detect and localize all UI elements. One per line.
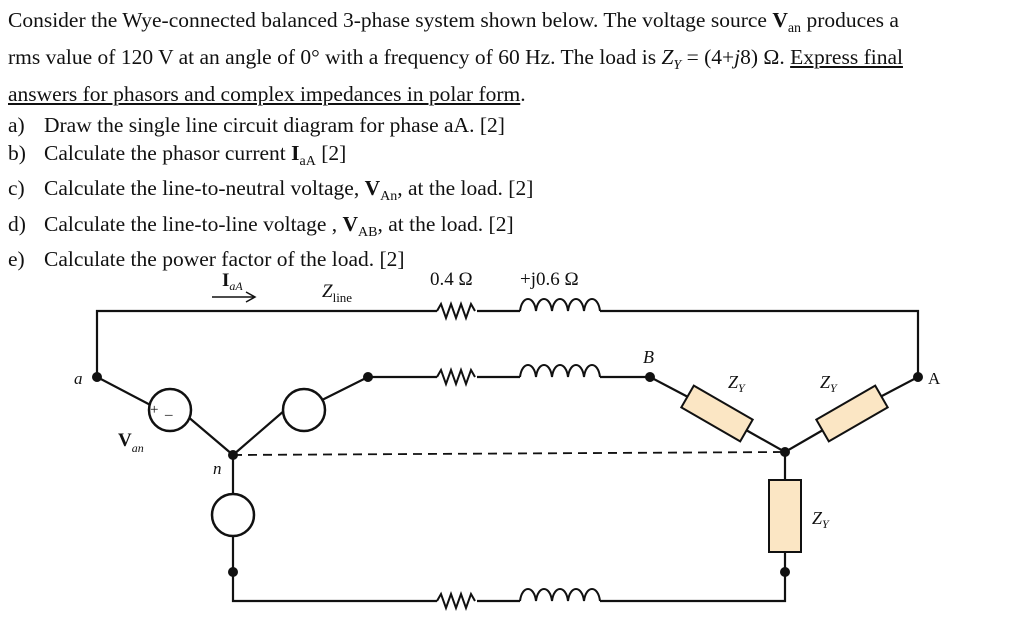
resistor-bottom xyxy=(436,591,476,611)
node-load-neutral xyxy=(780,447,790,457)
question-text: , at the load. [2] xyxy=(377,211,514,236)
statement-text: rms value of 120 V at an angle of 0° wit… xyxy=(8,45,662,69)
phasor-symbol: V xyxy=(342,211,359,236)
van-label: Van xyxy=(118,430,144,455)
voltage-source-b xyxy=(281,387,327,433)
zy-label-c: ZY xyxy=(812,508,830,531)
underlined-instruction: answers for phasors and complex impedanc… xyxy=(8,82,521,106)
phasor-subscript: AB xyxy=(358,224,378,240)
question-item: c) Calculate the line-to-neutral voltage,… xyxy=(8,175,533,211)
current-label: IaA xyxy=(222,270,243,293)
phasor-symbol: V xyxy=(364,176,381,200)
node-A-label: A xyxy=(928,369,941,388)
question-text: Calculate the line-to-neutral voltage, xyxy=(44,176,365,200)
node-load-c xyxy=(780,567,790,577)
inductor-bottom xyxy=(519,588,601,602)
node-a xyxy=(92,372,102,382)
statement-text: 8) Ω. xyxy=(740,45,791,69)
question-label: d) xyxy=(8,211,26,236)
van-symbol: V xyxy=(772,8,788,32)
source-wye-wires xyxy=(96,376,369,572)
phasor-symbol: I xyxy=(291,140,300,165)
current-arrow xyxy=(212,291,257,303)
question-item: a) Draw the single line circuit diagram f… xyxy=(8,112,533,140)
node-n-label: n xyxy=(213,459,222,478)
load-impedance-a xyxy=(814,384,890,443)
load-impedance-b xyxy=(679,384,755,443)
question-list: a) Draw the single line circuit diagram f… xyxy=(8,112,533,274)
inductor-middle xyxy=(519,364,601,378)
zy-subscript: Y xyxy=(673,58,682,73)
phasor-subscript: An xyxy=(380,189,398,204)
resistor-top xyxy=(436,301,476,321)
statement-text: Consider the Wye-connected balanced 3-ph… xyxy=(8,8,773,32)
node-B-label: B xyxy=(643,347,654,367)
zline-label: Zline xyxy=(322,281,352,305)
zy-symbol: Z xyxy=(661,45,674,69)
source-plus-sign: + xyxy=(150,402,158,418)
neutral-line xyxy=(232,451,786,456)
voltage-source-a xyxy=(147,387,193,433)
statement-line-3: answers for phasors and complex impedanc… xyxy=(8,80,1008,109)
question-text: Calculate the power factor of the load. … xyxy=(44,247,405,271)
node-source-b xyxy=(363,372,373,382)
statement-text: . xyxy=(520,82,526,106)
j-symbol: j xyxy=(734,45,741,69)
source-minus-sign: _ xyxy=(164,402,173,418)
node-source-c xyxy=(228,567,238,577)
question-text: Draw the single line circuit diagram for… xyxy=(44,113,505,137)
resistance-label: 0.4 Ω xyxy=(430,269,473,290)
node-a-label: a xyxy=(74,369,83,388)
question-item: d) Calculate the line-to-line voltage , V… xyxy=(8,211,533,247)
statement-text: = (4+ xyxy=(681,45,735,69)
statement-text: produces a xyxy=(801,8,899,32)
reactance-label: +j0.6 Ω xyxy=(520,269,579,290)
zy-label-a: ZY xyxy=(820,372,838,395)
voltage-source-c xyxy=(210,492,256,538)
statement-line-1: Consider the Wye-connected balanced 3-ph… xyxy=(8,6,1008,43)
question-text: Calculate the phasor current xyxy=(44,140,292,165)
node-B xyxy=(645,372,655,382)
zy-label-b: ZY xyxy=(728,372,746,395)
question-label: e) xyxy=(8,247,25,271)
node-A xyxy=(913,372,923,382)
question-label: a) xyxy=(8,113,25,137)
question-item: e) Calculate the power factor of the load… xyxy=(8,246,533,274)
question-item: b) Calculate the phasor current IaA [2] xyxy=(8,140,533,176)
line-a-wire xyxy=(95,309,920,377)
van-subscript: an xyxy=(787,21,802,36)
underlined-instruction: Express final xyxy=(790,45,903,69)
question-text: , at the load. [2] xyxy=(397,176,534,200)
question-text: [2] xyxy=(315,140,347,165)
question-text: Calculate the line-to-line voltage , xyxy=(44,211,343,236)
question-label: c) xyxy=(8,176,25,200)
line-c-wire xyxy=(231,572,787,603)
problem-statement: Consider the Wye-connected balanced 3-ph… xyxy=(8,6,1008,109)
phasor-subscript: aA xyxy=(299,153,316,169)
node-n xyxy=(228,450,238,460)
resistor-middle xyxy=(436,367,476,387)
statement-line-2: rms value of 120 V at an angle of 0° wit… xyxy=(8,43,1008,80)
load-impedance-c xyxy=(768,479,802,553)
inductor-top xyxy=(519,298,601,312)
question-label: b) xyxy=(8,140,26,165)
